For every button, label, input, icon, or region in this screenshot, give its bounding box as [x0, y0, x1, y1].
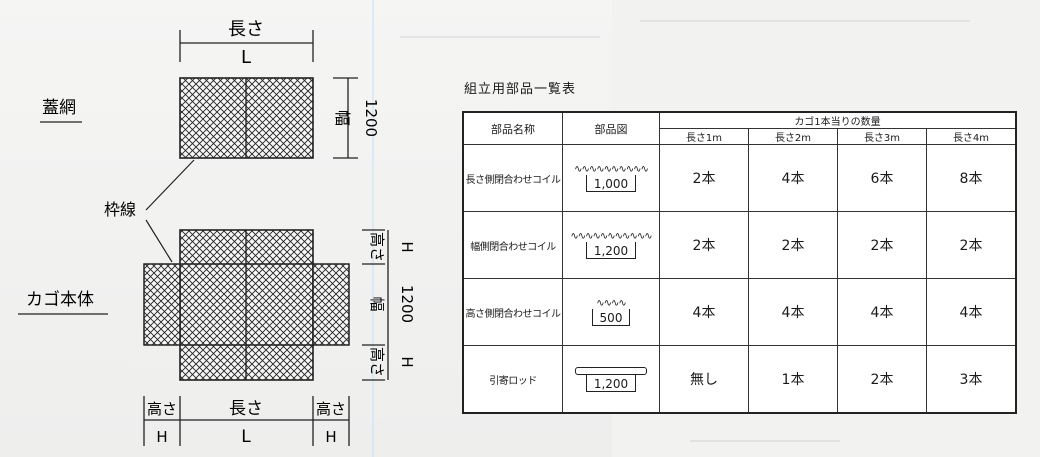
height-label-top: 高さ — [368, 232, 386, 262]
height-symbol-top: H — [398, 241, 416, 252]
qty-cell: 4本 — [926, 278, 1017, 346]
header-length-3m: 長さ3m — [837, 128, 927, 145]
width-value: 1200 — [362, 99, 380, 137]
part-figure-cell: 1,200 — [562, 345, 660, 414]
coil-icon: ∿∿∿∿∿∿∿∿∿∿∿ — [570, 230, 652, 242]
header-qty-group: カゴ1本当りの数量 — [659, 111, 1017, 129]
part-dimension: 1,200 — [585, 374, 637, 392]
coil-icon: ∿∿∿∿ — [596, 297, 626, 309]
width-label-body: 幅 — [368, 296, 386, 311]
basket-diagram: 長さ L 幅 1200 蓋網 枠線 カゴ本体 高さ H 幅 1200 高さ H … — [18, 19, 416, 447]
part-dimension: 1,000 — [585, 174, 637, 192]
qty-cell: 2本 — [659, 144, 749, 212]
table-row: 高さ側閉合わせコイル ∿∿∿∿ 500 4本 4本 4本 4本 — [462, 278, 1017, 346]
lid-net-label: 蓋網 — [42, 98, 76, 118]
qty-cell: 2本 — [748, 211, 838, 279]
header-length-2m: 長さ2m — [748, 128, 838, 145]
table-row: 引寄ロッド 1,200 無し 1本 2本 3本 — [462, 345, 1017, 414]
right-side-flap — [312, 263, 350, 346]
qty-cell: 1本 — [748, 345, 838, 414]
length-label: 長さ — [228, 19, 264, 40]
qty-cell: 8本 — [926, 144, 1017, 212]
table-row: 幅側閉合わせコイル ∿∿∿∿∿∿∿∿∿∿∿ 1,200 2本 2本 2本 2本 — [462, 211, 1017, 279]
length-label-bottom: 長さ — [229, 399, 263, 419]
basket-body-label: カゴ本体 — [26, 289, 94, 310]
page-crease — [372, 0, 374, 457]
height-label-left: 高さ — [147, 400, 177, 418]
height-symbol-left: H — [156, 428, 167, 446]
leader-line — [145, 159, 195, 211]
qty-cell: 6本 — [837, 144, 927, 212]
left-side-flap — [143, 263, 181, 346]
height-symbol-bottom: H — [398, 356, 416, 367]
part-figure-cell: ∿∿∿∿∿∿∿∿∿∿ 1,000 — [562, 144, 660, 212]
qty-cell: 4本 — [659, 278, 749, 346]
qty-cell: 2本 — [837, 211, 927, 279]
part-figure-cell: ∿∿∿∿∿∿∿∿∿∿∿ 1,200 — [562, 211, 660, 279]
qty-cell: 2本 — [926, 211, 1017, 279]
width-value-body: 1200 — [398, 285, 416, 323]
table-title: 組立用部品一覧表 — [464, 82, 577, 97]
qty-cell: 無し — [659, 345, 749, 414]
qty-cell: 2本 — [837, 345, 927, 414]
table-row: 長さ側閉合わせコイル ∿∿∿∿∿∿∿∿∿∿ 1,000 2本 4本 6本 8本 — [462, 144, 1017, 212]
header-part-name: 部品名称 — [462, 111, 563, 145]
part-name-cell: 長さ側閉合わせコイル — [462, 144, 563, 212]
part-name-cell: 引寄ロッド — [462, 345, 563, 414]
part-dimension: 500 — [591, 308, 631, 326]
bleed-through-line — [690, 440, 840, 442]
qty-cell: 4本 — [748, 144, 838, 212]
height-symbol-right: H — [325, 428, 336, 446]
part-dimension: 1,200 — [585, 241, 637, 259]
parts-table: 部品名称 部品図 カゴ1本当りの数量 長さ1m 長さ2m 長さ3m 長さ4m 長… — [462, 111, 1017, 414]
part-name-cell: 幅側閉合わせコイル — [462, 211, 563, 279]
header-length-4m: 長さ4m — [926, 128, 1017, 145]
table-header-row: 部品名称 部品図 カゴ1本当りの数量 — [462, 111, 1017, 145]
leader-line — [145, 219, 173, 263]
length-symbol: L — [241, 47, 251, 68]
length-symbol-bottom: L — [241, 427, 251, 447]
qty-cell: 4本 — [837, 278, 927, 346]
qty-cell: 2本 — [659, 211, 749, 279]
frame-wire-label: 枠線 — [104, 200, 136, 219]
header-length-1m: 長さ1m — [659, 128, 749, 145]
width-label: 幅 — [333, 110, 352, 126]
height-label-bottom: 高さ — [368, 347, 386, 377]
header-part-figure: 部品図 — [562, 111, 660, 145]
qty-cell: 4本 — [748, 278, 838, 346]
bleed-through-line — [400, 36, 600, 38]
bleed-through-line — [640, 20, 970, 22]
qty-cell: 3本 — [926, 345, 1017, 414]
rod-icon — [575, 366, 647, 375]
coil-icon: ∿∿∿∿∿∿∿∿∿∿ — [574, 163, 649, 175]
height-label-right: 高さ — [316, 400, 346, 418]
part-name-cell: 高さ側閉合わせコイル — [462, 278, 563, 346]
part-figure-cell: ∿∿∿∿ 500 — [562, 278, 660, 346]
